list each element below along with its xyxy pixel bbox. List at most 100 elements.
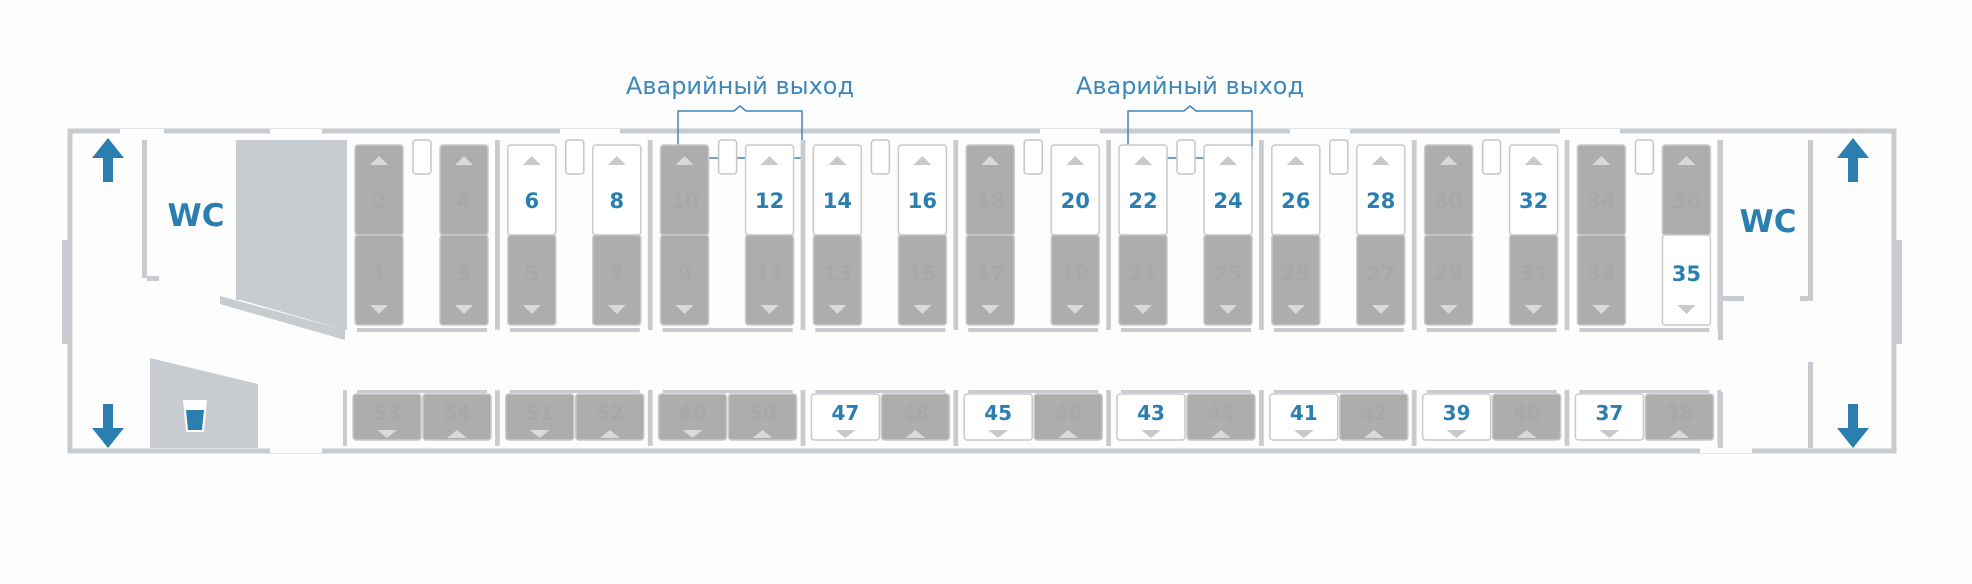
seat-number: 38 (1665, 401, 1693, 425)
seat-number: 27 (1366, 262, 1395, 286)
seat-number: 52 (596, 401, 624, 425)
seat-17: 17 (965, 234, 1015, 326)
seat-2: 2 (354, 144, 404, 236)
seat-number: 39 (1443, 401, 1471, 425)
seat-54: 54 (422, 393, 492, 441)
seat-48: 48 (880, 393, 951, 441)
seat-28[interactable]: 28 (1356, 144, 1406, 236)
seat-number: 16 (908, 189, 937, 213)
seat-11: 11 (744, 234, 795, 326)
compartment-6: 22 21 24 23 (1107, 139, 1263, 332)
seat-40: 40 (1491, 393, 1562, 441)
side-compartment-2: 51 52 (495, 390, 652, 446)
seat-25: 25 (1271, 234, 1321, 326)
seat-24[interactable]: 24 (1203, 144, 1253, 236)
seat-number: 2 (372, 189, 387, 213)
seat-19: 19 (1050, 234, 1100, 326)
seat-number: 48 (901, 401, 929, 425)
seat-number: 42 (1360, 401, 1388, 425)
seat-35[interactable]: 35 (1661, 234, 1712, 326)
seat-number: 44 (1207, 401, 1235, 425)
compartment-1: 2 1 4 3 (343, 139, 499, 332)
exit-arrow-icon-top-right (1837, 138, 1869, 182)
seat-47[interactable]: 47 (810, 393, 881, 441)
seat-51: 51 (505, 393, 575, 441)
seat-27: 27 (1356, 234, 1406, 326)
seat-52: 52 (575, 393, 645, 441)
seat-number: 34 (1587, 189, 1616, 213)
side-compartment-5: 45 46 (954, 390, 1111, 446)
side-compartment-8: 39 40 (1412, 390, 1569, 446)
seat-number: 15 (908, 262, 937, 286)
seat-10: 10 (659, 144, 710, 236)
seat-9: 9 (659, 234, 710, 326)
seat-number: 49 (679, 401, 707, 425)
seat-4: 4 (439, 144, 489, 236)
seat-45[interactable]: 45 (963, 393, 1033, 441)
seat-37[interactable]: 37 (1574, 393, 1645, 441)
seat-42: 42 (1339, 393, 1409, 441)
seat-number: 54 (443, 401, 471, 425)
seat-number: 10 (670, 189, 699, 213)
seat-34: 34 (1576, 144, 1627, 236)
seat-number: 41 (1290, 401, 1318, 425)
seat-29: 29 (1423, 234, 1474, 326)
compartment-5: 18 17 20 19 (954, 139, 1111, 332)
seat-number: 35 (1672, 262, 1701, 286)
seat-38: 38 (1644, 393, 1715, 441)
seat-39[interactable]: 39 (1421, 393, 1492, 441)
seat-6[interactable]: 6 (507, 144, 557, 236)
seat-number: 12 (755, 189, 784, 213)
seat-number: 6 (524, 189, 539, 213)
seat-number: 1 (372, 262, 387, 286)
seat-41[interactable]: 41 (1269, 393, 1339, 441)
seat-number: 36 (1672, 189, 1701, 213)
seat-number: 37 (1595, 401, 1623, 425)
seat-20[interactable]: 20 (1050, 144, 1100, 236)
seat-23: 23 (1203, 234, 1253, 326)
seat-number: 28 (1366, 189, 1395, 213)
seat-12[interactable]: 12 (744, 144, 795, 236)
seat-15: 15 (897, 234, 948, 326)
seat-number: 21 (1128, 262, 1157, 286)
seat-number: 18 (976, 189, 1005, 213)
exit-arrow-icon-bottom-right (1837, 404, 1869, 448)
seat-46: 46 (1033, 393, 1103, 441)
emergency-exit-1: Аварийный выход (626, 72, 854, 159)
seat-number: 45 (984, 401, 1012, 425)
seat-43[interactable]: 43 (1116, 393, 1186, 441)
seat-49: 49 (657, 393, 728, 441)
seat-36: 36 (1661, 144, 1712, 236)
seat-16[interactable]: 16 (897, 144, 948, 236)
seat-number: 26 (1281, 189, 1310, 213)
emergency-exit-label: Аварийный выход (1076, 72, 1304, 100)
seat-26[interactable]: 26 (1271, 144, 1321, 236)
side-compartment-6: 43 44 (1107, 390, 1263, 446)
seat-30: 30 (1423, 144, 1474, 236)
seat-5: 5 (507, 234, 557, 326)
seat-number: 51 (526, 401, 554, 425)
seat-number: 24 (1213, 189, 1242, 213)
seat-number: 13 (823, 262, 852, 286)
seat-number: 11 (755, 262, 784, 286)
seat-13: 13 (812, 234, 863, 326)
seat-8[interactable]: 8 (592, 144, 642, 236)
compartment-4: 14 13 16 15 (801, 139, 958, 332)
seat-number: 3 (457, 262, 472, 286)
seat-number: 8 (609, 189, 624, 213)
seat-number: 30 (1434, 189, 1463, 213)
seat-14[interactable]: 14 (812, 144, 863, 236)
compartment-3: 10 9 12 11 (648, 139, 805, 332)
side-compartment-7: 41 42 (1259, 390, 1416, 446)
seat-32[interactable]: 32 (1508, 144, 1559, 236)
seat-number: 4 (457, 189, 472, 213)
seat-22[interactable]: 22 (1118, 144, 1168, 236)
seat-number: 23 (1213, 262, 1242, 286)
seat-number: 20 (1061, 189, 1090, 213)
seat-18: 18 (965, 144, 1015, 236)
